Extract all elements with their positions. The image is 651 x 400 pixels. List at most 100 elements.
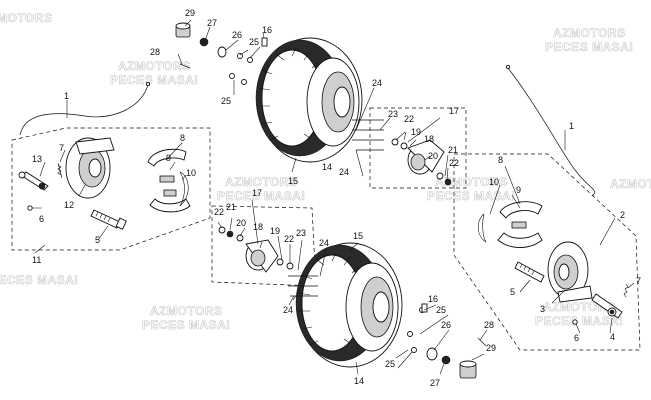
watermark-line2: PECES MASAI: [217, 189, 305, 203]
watermark-line1: AZMOTORS: [553, 26, 625, 40]
callout-1-left: 1: [64, 91, 69, 101]
watermark-line1: AZMOTORS: [610, 177, 651, 191]
lug-nut: [411, 347, 417, 353]
callout-14-bottom: 14: [354, 376, 364, 386]
callout-26-bottom: 26: [441, 320, 451, 330]
cable-end: [145, 81, 151, 87]
callout-16-bottom: 16: [428, 294, 438, 304]
cotter-pin: [477, 337, 487, 347]
callout-18-bottom: 18: [253, 222, 263, 232]
callout-6-right: 6: [574, 333, 579, 343]
top-axle-parts: [175, 22, 268, 85]
callout-labels: 1 1 2 3 4 5 5 6 6 7 7 8 8 9 9 10 10 11 1…: [32, 8, 641, 388]
washer: [236, 234, 244, 242]
valve-stem: [261, 37, 268, 47]
cable-end: [505, 64, 511, 70]
brake-lever: [591, 293, 623, 319]
callout-20-bottom: 20: [236, 218, 246, 228]
brake-cables: [19, 64, 596, 197]
return-spring: [623, 283, 629, 298]
washer: [217, 46, 227, 58]
top-hub-assembly: [352, 119, 452, 186]
watermark-line2: PECES MASAI: [535, 314, 623, 328]
lug-nut: [237, 53, 243, 59]
washer: [218, 226, 226, 234]
callout-22-top-a: 22: [404, 114, 414, 124]
callout-9-left: 9: [166, 153, 171, 163]
left-brake-group-outline: [11, 127, 211, 251]
washer: [391, 138, 399, 146]
callout-7-right: 7: [636, 276, 641, 286]
callout-19-bottom: 19: [270, 226, 280, 236]
right-brake-group-outline: [453, 153, 641, 351]
left-brake-assembly: [18, 137, 191, 230]
brake-shoes: [147, 148, 191, 213]
axle-cap: [459, 360, 477, 379]
callout-22-bottom-b: 22: [284, 234, 294, 244]
callout-26-top: 26: [232, 30, 242, 40]
callout-6-left: 6: [39, 214, 44, 224]
watermark-line2: PECES MASAI: [110, 73, 198, 87]
rim: [306, 57, 360, 147]
callout-29-top: 29: [185, 8, 195, 18]
callout-23-bottom: 23: [296, 228, 306, 238]
top-hub-group-outline: [369, 107, 467, 189]
callout-3: 3: [540, 304, 545, 314]
washer: [276, 258, 284, 266]
callout-24-top-a: 24: [372, 78, 382, 88]
bottom-hub-assembly: [218, 226, 318, 297]
callout-24-bottom-a: 24: [319, 238, 329, 248]
washer: [436, 172, 444, 180]
hub-drum: [407, 139, 445, 175]
hub-nut: [444, 178, 452, 186]
top-wheel: [255, 37, 363, 163]
callout-7-left: 7: [59, 143, 64, 153]
brake-backing-plate: [65, 137, 115, 199]
watermark-line2: PECES MASAI: [0, 273, 78, 287]
callout-5-right: 5: [510, 287, 515, 297]
lug-nut: [247, 57, 253, 63]
bottom-axle-parts: [407, 303, 487, 379]
callout-23-top: 23: [388, 109, 398, 119]
callout-2: 2: [620, 210, 625, 220]
leader-lines: [32, 19, 635, 375]
watermark-line1: AZMOTORS: [150, 304, 222, 318]
callout-25-top-b: 25: [221, 96, 231, 106]
callout-4: 4: [610, 332, 615, 342]
watermark-line1: AZMOTORS: [0, 11, 52, 25]
callout-20-top: 20: [428, 151, 438, 161]
callout-29-bottom: 29: [486, 343, 496, 353]
callout-15-bottom: 15: [353, 231, 363, 241]
callout-8-left: 8: [180, 133, 185, 143]
brake-bolt: [27, 205, 33, 211]
wheel-studs: [288, 275, 318, 297]
rim: [345, 262, 399, 352]
callout-12: 12: [64, 200, 74, 210]
washer: [400, 142, 408, 150]
callout-9-right: 9: [516, 185, 521, 195]
castle-nut: [441, 355, 451, 365]
lug-nut: [241, 79, 247, 85]
cotter-pin: [179, 63, 191, 69]
callout-28-top: 28: [150, 47, 160, 57]
callout-18-top: 18: [424, 134, 434, 144]
callout-13: 13: [32, 154, 42, 164]
watermark-line1: AZMOTORS: [118, 59, 190, 73]
callout-22-top-b: 22: [449, 158, 459, 168]
callout-1-right: 1: [569, 121, 574, 131]
callout-24-bottom-b: 24: [283, 305, 293, 315]
right-brake-cable: [507, 67, 596, 197]
callout-27-bottom: 27: [430, 378, 440, 388]
callout-25-bottom-b: 25: [385, 359, 395, 369]
callout-22-bottom-a: 22: [214, 207, 224, 217]
wheel-studs: [352, 119, 384, 151]
bottom-wheel: [295, 242, 403, 368]
right-brake-assembly: [477, 201, 629, 325]
watermark-line1: AZMOTORS: [225, 175, 297, 189]
callout-8-right: 8: [498, 155, 503, 165]
callout-24-top-b: 24: [339, 167, 349, 177]
brake-bolt: [572, 319, 578, 325]
brake-cam-shaft: [90, 209, 127, 230]
watermark-line2: PECES MASAI: [427, 189, 515, 203]
callout-17-top: 17: [449, 106, 459, 116]
